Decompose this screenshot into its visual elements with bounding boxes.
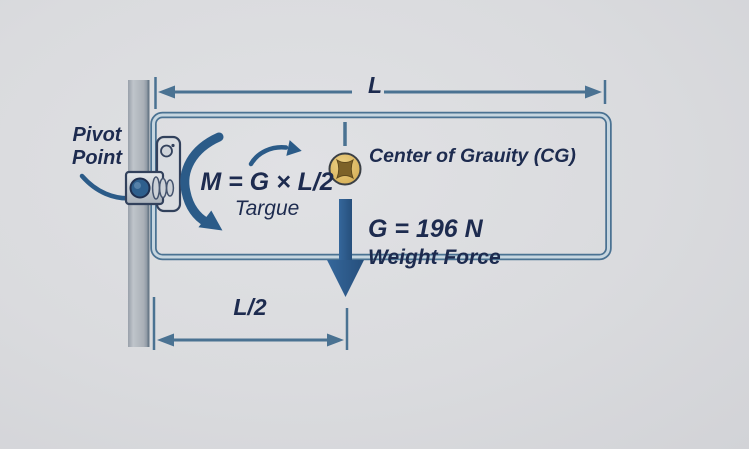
torque-formula: M = G × L/2: [200, 168, 334, 196]
pivot-point-label: Pivot Point: [66, 124, 128, 170]
length-label: L: [367, 72, 383, 98]
dimension-half-length: [152, 297, 349, 350]
pivot-point-line1: Pivot: [72, 124, 122, 146]
center-of-gravity-icon: [328, 152, 362, 186]
pivot-point-line2: Point: [72, 147, 122, 169]
torque-caption: Targue: [234, 197, 300, 220]
half-length-label: L/2: [233, 294, 267, 320]
center-of-gravity-label: Center of Grauity (CG): [369, 145, 576, 167]
rotation-arrow-icon: [248, 140, 302, 167]
weight-force-arrow: [327, 199, 364, 297]
weight-caption-label: Weight Force: [368, 246, 501, 269]
hinge: [124, 135, 182, 213]
weight-value-label: G = 196 N: [368, 215, 483, 243]
torque-arc-arrow: [180, 132, 224, 231]
wall: [128, 80, 150, 347]
dimension-length: [154, 77, 607, 109]
